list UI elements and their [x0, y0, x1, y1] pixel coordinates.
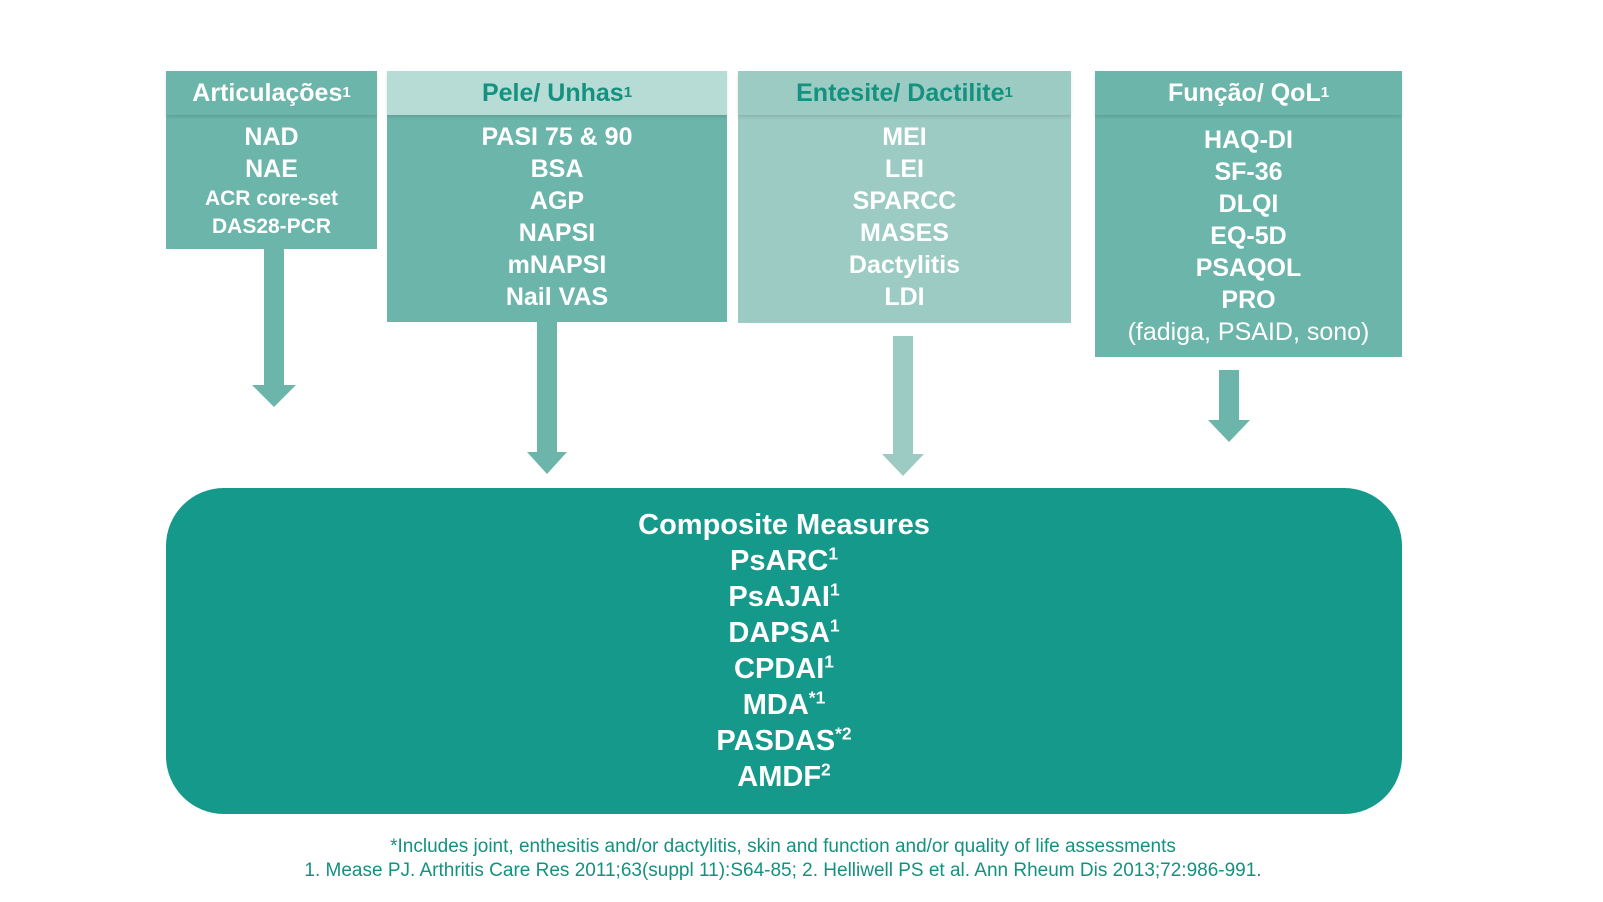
measure-sup: 1 — [828, 543, 838, 564]
composite-measure: PsARC1 — [730, 543, 838, 579]
list-item: PRO — [1221, 286, 1276, 314]
list-item: BSA — [530, 155, 584, 183]
column-body-entesite-dactilite: MEI LEI SPARCC MASES Dactylitis LDI — [738, 115, 1071, 323]
list-item: MASES — [860, 219, 949, 247]
column-body-articulacoes: NAD NAE ACR core-set DAS28-PCR — [166, 115, 377, 249]
measure-name: DAPSA — [728, 617, 830, 649]
list-item: NAPSI — [518, 219, 596, 247]
measure-name: AMDF — [737, 761, 822, 793]
composite-title: Composite Measures — [638, 509, 930, 541]
measure-sup: 1 — [829, 615, 840, 636]
list-item: ACR core-set — [204, 187, 339, 210]
measure-sup: 1 — [829, 579, 840, 600]
measure-sup: 1 — [824, 651, 834, 672]
list-item: AGP — [529, 187, 585, 215]
list-item: NAE — [245, 155, 298, 183]
footnote-note: *Includes joint, enthesitis and/or dacty… — [390, 836, 1176, 857]
list-item: HAQ-DI — [1204, 126, 1293, 154]
column-header-label: Pele/ Unhas — [481, 78, 624, 107]
measure-name: PsAJAI — [728, 581, 830, 613]
measure-sup: *2 — [835, 723, 852, 744]
list-item: PSAQOL — [1195, 254, 1302, 282]
composite-measure: AMDF2 — [737, 759, 830, 795]
measure-name: CPDAI — [734, 653, 825, 685]
composite-measure: DAPSA1 — [728, 615, 839, 651]
composite-measure: PASDAS*2 — [716, 723, 851, 759]
column-header-label: Articulações — [192, 78, 343, 107]
arrow-down-icon — [527, 322, 567, 474]
list-item: Nail VAS — [505, 283, 609, 311]
list-item: DLQI — [1218, 190, 1279, 218]
list-item: Dactylitis — [848, 251, 961, 279]
list-item: NAD — [244, 123, 299, 151]
column-header-label: Entesite/ Dactilite — [796, 78, 1005, 107]
measure-name: MDA — [742, 689, 809, 721]
composite-measure: PsAJAI1 — [728, 579, 839, 615]
measure-sup: 2 — [821, 759, 831, 780]
arrow-down-icon — [252, 249, 296, 407]
list-item: LEI — [885, 155, 924, 183]
arrow-down-icon — [1208, 370, 1250, 442]
measure-sup: *1 — [808, 687, 826, 708]
list-item: EQ-5D — [1210, 222, 1287, 250]
composite-measure: MDA*1 — [743, 687, 826, 723]
list-item: LDI — [884, 283, 925, 311]
measure-name: PASDAS — [716, 725, 836, 757]
measure-name: PsARC — [730, 545, 829, 577]
list-item: mNAPSI — [507, 251, 607, 279]
list-item: DAS28-PCR — [211, 215, 332, 238]
list-item: MEI — [882, 123, 927, 151]
list-item: (fadiga, PSAID, sono) — [1127, 318, 1370, 346]
list-item: SPARCC — [852, 187, 957, 215]
list-item: SF-36 — [1214, 158, 1283, 186]
arrow-down-icon — [882, 336, 924, 476]
column-header-label: Função/ QoL — [1167, 78, 1321, 107]
composite-measure: CPDAI1 — [734, 651, 834, 687]
footnote-references: 1. Mease PJ. Arthritis Care Res 2011;63(… — [304, 860, 1262, 881]
column-body-funcao-qol: HAQ-DI SF-36 DLQI EQ-5D PSAQOL PRO (fadi… — [1095, 115, 1402, 357]
column-body-pele-unhas: PASI 75 & 90 BSA AGP NAPSI mNAPSI Nail V… — [387, 115, 727, 322]
list-item: PASI 75 & 90 — [481, 123, 633, 151]
composite-measures-box: Composite Measures PsARC1 PsAJAI1 DAPSA1… — [166, 488, 1402, 814]
